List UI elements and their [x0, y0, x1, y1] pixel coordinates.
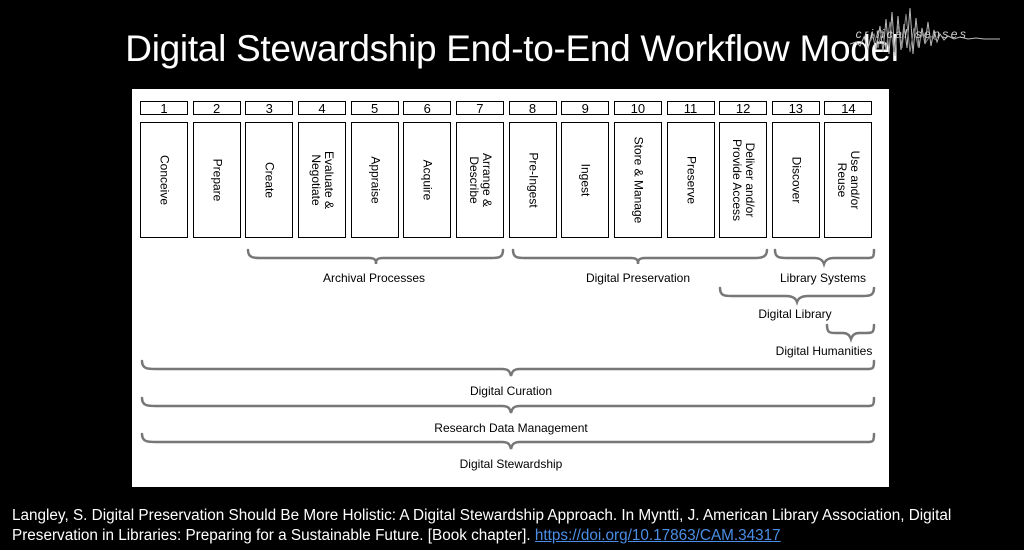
step-number-8: 8: [508, 101, 557, 116]
step-box-5: Appraise: [350, 122, 399, 238]
citation: Langley, S. Digital Preservation Should …: [12, 506, 1022, 546]
step-number-6: 6: [403, 101, 452, 116]
step-box-4: Evaluate & Negotiate: [297, 122, 346, 238]
step-box-10: Store & Manage: [613, 122, 662, 238]
brace-archival-processes: [246, 248, 505, 265]
step-box-14: Use and/or Reuse: [824, 122, 873, 238]
step-number-1: 1: [140, 101, 188, 116]
step-number-7: 7: [455, 101, 504, 116]
step-box-13: Discover: [771, 122, 820, 238]
step-number-5: 5: [350, 101, 399, 116]
group-label-research-data-management: Research Data Management: [434, 421, 588, 435]
step-number-2: 2: [192, 101, 241, 116]
group-label-library-systems: Library Systems: [779, 271, 867, 285]
slide-title: Digital Stewardship End-to-End Workflow …: [125, 28, 899, 69]
group-label-digital-humanities: Digital Humanities: [775, 344, 873, 358]
group-braces: [140, 248, 876, 450]
brace-digital-preservation: [511, 248, 769, 265]
step-box-7: Arrange & Describe: [455, 122, 504, 238]
step-number-4: 4: [297, 101, 346, 116]
step-number-11: 11: [666, 101, 715, 116]
step-number-9: 9: [561, 101, 610, 116]
step-box-2: Prepare: [192, 122, 241, 238]
brace-library-systems: [773, 248, 876, 268]
group-label-digital-library: Digital Library: [758, 307, 832, 321]
group-label-digital-stewardship: Digital Stewardship: [459, 457, 563, 471]
brace-research-data-management: [140, 396, 876, 414]
step-box-11: Preserve: [666, 122, 715, 238]
step-number-14: 14: [824, 101, 873, 116]
step-box-6: Acquire: [403, 122, 452, 238]
step-box-8: Pre-Ingest: [508, 122, 557, 238]
step-number-10: 10: [613, 101, 662, 116]
group-label-archival-processes: Archival Processes: [322, 271, 426, 285]
step-box-3: Create: [245, 122, 294, 238]
step-number-12: 12: [719, 101, 768, 116]
group-label-digital-preservation: Digital Preservation: [585, 271, 691, 285]
step-number-3: 3: [245, 101, 294, 116]
waveform-icon: [850, 7, 1000, 57]
step-box-1: Conceive: [140, 122, 188, 238]
group-label-digital-curation: Digital Curation: [469, 384, 553, 398]
brace-digital-humanities: [825, 323, 876, 343]
step-box-12: Deliver and/or Provide Access: [719, 122, 768, 238]
citation-text: Langley, S. Digital Preservation Should …: [12, 507, 952, 544]
doi-link[interactable]: https://doi.org/10.17863/CAM.34317: [534, 527, 781, 544]
step-number-13: 13: [771, 101, 820, 116]
brace-digital-library: [718, 286, 876, 306]
logo-text: critical senses: [855, 27, 969, 41]
brace-digital-stewardship: [140, 432, 876, 450]
critical-senses-logo: critical senses: [850, 4, 1000, 60]
step-box-9: Ingest: [561, 122, 610, 238]
brace-digital-curation: [140, 359, 876, 377]
